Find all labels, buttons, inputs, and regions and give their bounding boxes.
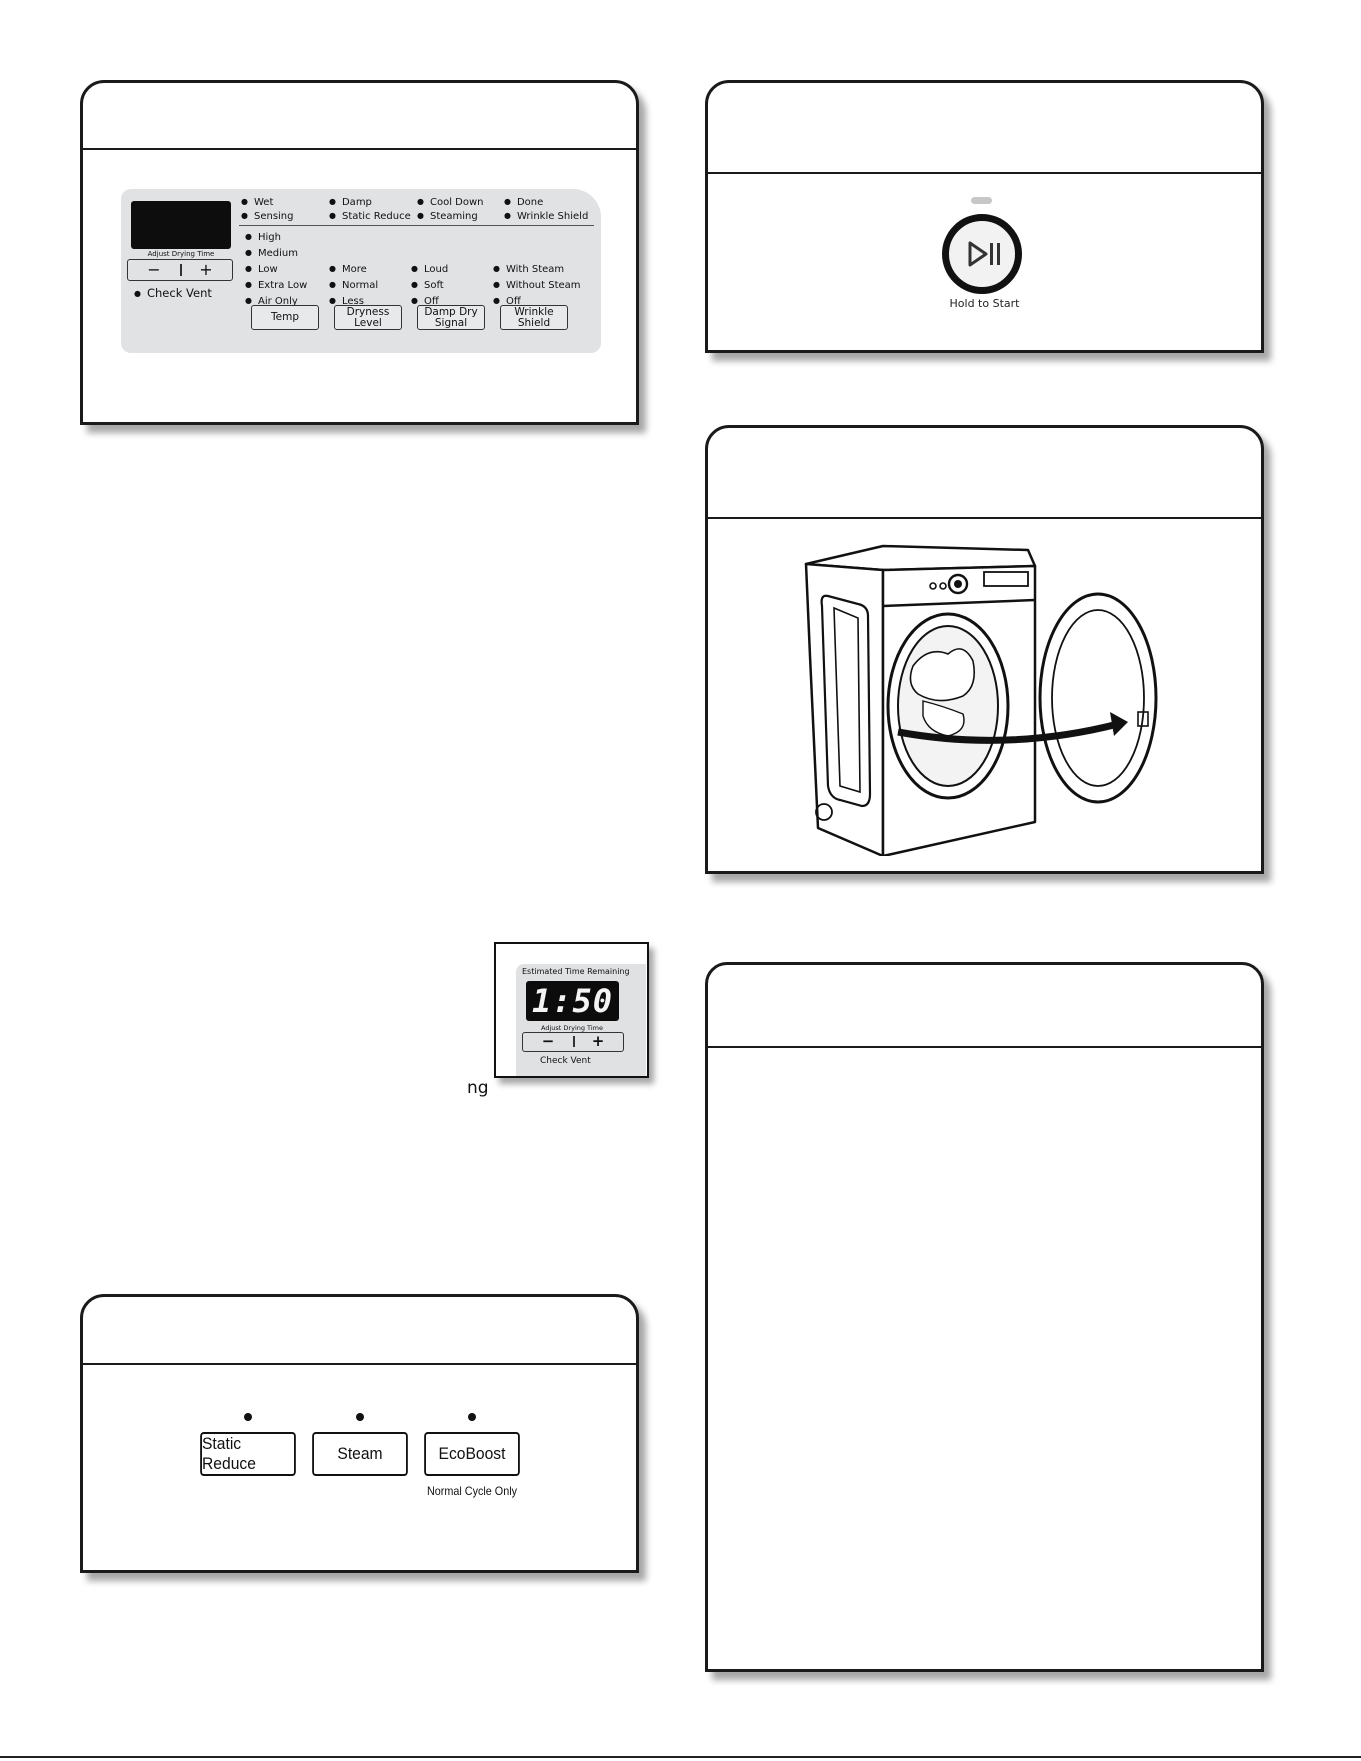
adjust-drying-time-label: Adjust Drying Time	[541, 1024, 603, 1032]
temp-medium: Medium	[245, 248, 298, 260]
box-header	[708, 83, 1261, 174]
wrinkle-without-steam: Without Steam	[493, 280, 581, 292]
adjust-drying-time-label: Adjust Drying Time	[147, 250, 215, 258]
plus-button[interactable]: +	[199, 260, 213, 279]
option-buttons-box: Static Reduce Steam EcoBoost Normal Cycl…	[80, 1294, 639, 1573]
temp-extra-low: Extra Low	[245, 280, 307, 292]
panel-divider	[239, 225, 594, 226]
adjust-drying-time-button[interactable]: − +	[127, 259, 233, 281]
static-reduce-button[interactable]: Static Reduce	[200, 1432, 296, 1476]
temp-low: Low	[245, 264, 278, 276]
button-divider	[180, 264, 182, 276]
minus-button[interactable]: −	[147, 260, 161, 279]
start-pause-button[interactable]	[942, 214, 1022, 294]
dryness-more: More	[329, 264, 367, 276]
box-header	[83, 1297, 636, 1365]
status-done: Done	[504, 197, 543, 209]
wrinkle-with-steam: With Steam	[493, 264, 564, 276]
dryer-illustration-box	[705, 425, 1264, 874]
temp-button[interactable]: Temp	[251, 305, 319, 330]
dryer-door-open-illustration	[804, 544, 1158, 856]
button-divider	[573, 1036, 575, 1047]
status-static-reduce: Static Reduce	[329, 211, 411, 223]
dryness-normal: Normal	[329, 280, 378, 292]
ecoboost-button[interactable]: EcoBoost	[424, 1432, 520, 1476]
signal-loud: Loud	[411, 264, 448, 276]
dryness-less: Less	[329, 296, 364, 308]
box-header	[83, 83, 636, 150]
status-wrinkle-shield: Wrinkle Shield	[504, 211, 588, 223]
status-damp: Damp	[329, 197, 372, 209]
start-area: Hold to Start	[708, 172, 1261, 352]
time-lcd: 1:50	[526, 981, 619, 1021]
info-box	[705, 962, 1264, 1672]
start-button-box: Hold to Start	[705, 80, 1264, 353]
thumbnail-panel: Estimated Time Remaining 1:50 Adjust Dry…	[516, 964, 646, 1076]
status-wet: Wet	[241, 197, 273, 209]
status-sensing: Sensing	[241, 211, 294, 223]
hold-to-start-label: Hold to Start	[949, 297, 1020, 310]
time-remaining-digits: 1:50	[531, 982, 613, 1020]
plus-button[interactable]: +	[591, 1032, 605, 1050]
status-cool-down: Cool Down	[417, 197, 484, 209]
minus-button[interactable]: −	[541, 1032, 555, 1050]
time-display-thumbnail: Estimated Time Remaining 1:50 Adjust Dry…	[494, 942, 649, 1078]
signal-soft: Soft	[411, 280, 444, 292]
page-bottom-rule	[0, 1756, 1361, 1758]
box-header	[708, 428, 1261, 519]
damp-dry-signal-button[interactable]: Damp Dry Signal	[417, 305, 485, 330]
control-panel-box: Adjust Drying Time − + Check Vent Wet Da…	[80, 80, 639, 425]
time-display-screen	[131, 201, 231, 249]
signal-off: Off	[411, 296, 439, 308]
adjust-drying-time-button[interactable]: − +	[522, 1032, 624, 1052]
play-pause-icon	[968, 241, 1000, 267]
temp-high: High	[245, 232, 281, 244]
check-vent-indicator: Check Vent	[134, 287, 212, 301]
ecoboost-indicator	[468, 1413, 476, 1421]
status-steaming: Steaming	[417, 211, 478, 223]
steam-indicator	[356, 1413, 364, 1421]
ecoboost-note: Normal Cycle Only	[426, 1484, 518, 1498]
wrinkle-off: Off	[493, 296, 521, 308]
dryer-control-panel: Adjust Drying Time − + Check Vent Wet Da…	[121, 189, 601, 353]
temp-air-only: Air Only	[245, 296, 298, 308]
start-indicator-light	[971, 197, 992, 204]
box-header	[708, 965, 1261, 1048]
text-fragment: ng	[467, 1078, 489, 1098]
estimated-time-label: Estimated Time Remaining	[522, 967, 630, 976]
dryness-level-button[interactable]: Dryness Level	[334, 305, 402, 330]
steam-button[interactable]: Steam	[312, 1432, 408, 1476]
wrinkle-shield-button[interactable]: Wrinkle Shield	[500, 305, 568, 330]
static-reduce-indicator	[244, 1413, 252, 1421]
check-vent-partial: Check Vent	[540, 1056, 591, 1066]
